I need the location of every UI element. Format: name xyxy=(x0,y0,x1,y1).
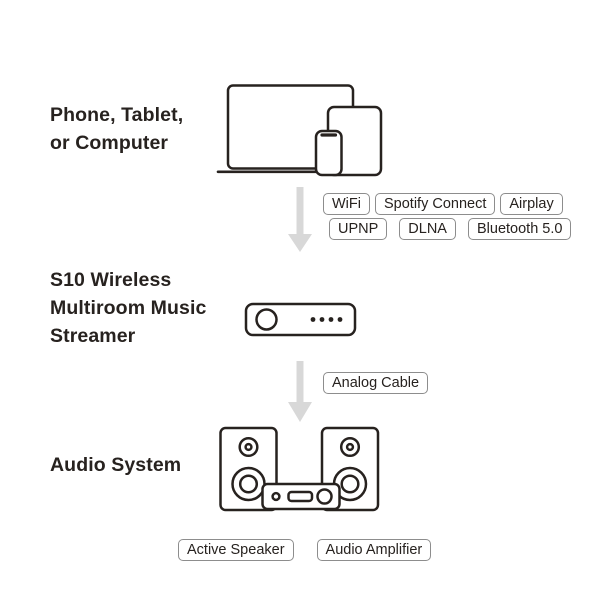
down-arrow-icon xyxy=(288,361,312,422)
badge-upnp: UPNP xyxy=(329,218,388,240)
amplifier-icon xyxy=(261,482,341,511)
badge-analog-cable: Analog Cable xyxy=(323,372,429,394)
section-label-source: Phone, Tablet, or Computer xyxy=(50,104,184,154)
down-arrow-icon xyxy=(288,187,312,252)
cable-badge-row: Analog Cable xyxy=(323,372,429,394)
badge-dlna: DLNA xyxy=(399,218,456,240)
badge-audio-amplifier: Audio Amplifier xyxy=(316,539,432,561)
badge-active-speaker: Active Speaker xyxy=(178,539,294,561)
streamer-icon xyxy=(244,302,357,337)
section-label-streamer: S10 Wireless Multiroom Music Streamer xyxy=(50,269,207,347)
section-label-audio-system: Audio System xyxy=(50,454,182,476)
audio-badges-row: Active Speaker Audio Amplifier xyxy=(178,539,432,561)
phone-icon xyxy=(314,129,343,177)
badge-airplay: Airplay xyxy=(500,193,563,215)
badge-spotify-connect: Spotify Connect xyxy=(375,193,496,215)
badge-wifi: WiFi xyxy=(323,193,370,215)
protocol-badges-row-2: UPNP DLNA Bluetooth 5.0 xyxy=(329,218,572,240)
protocol-badges-row-1: WiFi Spotify Connect Airplay xyxy=(323,193,563,215)
badge-bluetooth: Bluetooth 5.0 xyxy=(467,218,572,240)
